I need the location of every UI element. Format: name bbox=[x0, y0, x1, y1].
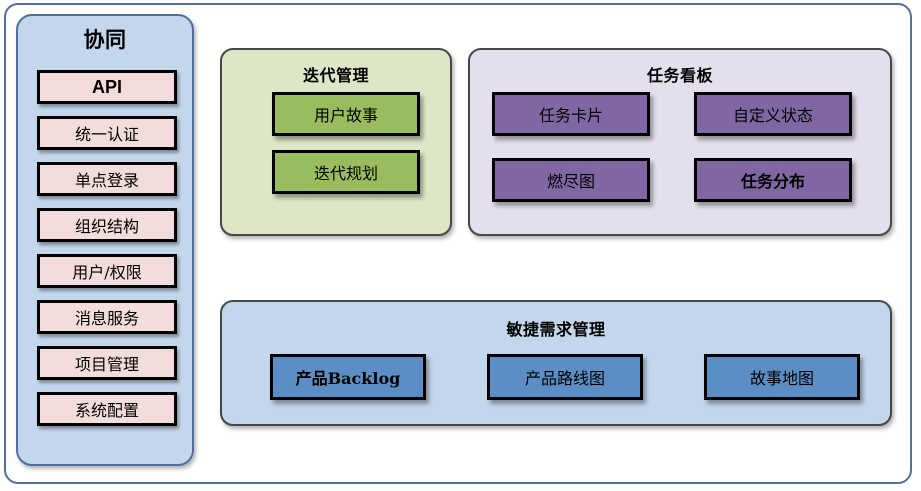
sidebar-item-label: 系统配置 bbox=[74, 401, 139, 420]
agile-box-row: 产品Backlog 产品路线图 故事地图 bbox=[270, 354, 860, 400]
agile-box-product-roadmap[interactable]: 产品路线图 bbox=[487, 354, 643, 400]
iteration-management-panel[interactable]: 迭代管理 用户故事 迭代规划 bbox=[220, 48, 452, 236]
iteration-box-list: 用户故事 迭代规划 bbox=[272, 92, 420, 208]
sidebar-item-label: 消息服务 bbox=[74, 309, 139, 328]
task-board-box-task-card[interactable]: 任务卡片 bbox=[492, 92, 650, 136]
sidebar-item-system-config[interactable]: 系统配置 bbox=[37, 392, 177, 426]
sidebar-item-project-management[interactable]: 项目管理 bbox=[37, 346, 177, 380]
sidebar-item-user-permissions[interactable]: 用户/权限 bbox=[37, 254, 177, 288]
sidebar-item-message-service[interactable]: 消息服务 bbox=[37, 300, 177, 334]
sidebar-item-label: 统一认证 bbox=[74, 125, 139, 144]
sidebar-item-label: 组织结构 bbox=[74, 217, 139, 236]
iteration-box-user-story[interactable]: 用户故事 bbox=[272, 92, 420, 136]
sidebar-item-label: 项目管理 bbox=[74, 355, 139, 374]
task-board-box-custom-status[interactable]: 自定义状态 bbox=[694, 92, 852, 136]
sidebar-item-org-structure[interactable]: 组织结构 bbox=[37, 208, 177, 242]
collaboration-panel-title: 协同 bbox=[83, 29, 127, 52]
agile-box-story-map[interactable]: 故事地图 bbox=[704, 354, 860, 400]
task-board-box-label: 自定义状态 bbox=[732, 106, 813, 125]
agile-box-label: 故事地图 bbox=[749, 369, 814, 388]
task-board-box-label: 燃尽图 bbox=[546, 172, 595, 191]
task-board-panel[interactable]: 任务看板 任务卡片 自定义状态 燃尽图 任务分布 bbox=[468, 48, 892, 236]
iteration-box-iteration-planning[interactable]: 迭代规划 bbox=[272, 150, 420, 194]
collaboration-panel[interactable]: 协同 API 统一认证 单点登录 组织结构 用户/权限 消息服务 项目管理 bbox=[16, 14, 194, 466]
iteration-box-label: 用户故事 bbox=[313, 106, 378, 125]
task-board-panel-title: 任务看板 bbox=[646, 68, 713, 85]
sidebar-item-label: API bbox=[91, 76, 122, 97]
task-board-box-label: 任务分布 bbox=[740, 172, 805, 191]
agile-requirements-panel-title: 敏捷需求管理 bbox=[506, 322, 606, 339]
sidebar-item-label: 单点登录 bbox=[74, 171, 139, 190]
agile-requirements-panel[interactable]: 敏捷需求管理 产品Backlog 产品路线图 故事地图 bbox=[220, 300, 892, 426]
sidebar-item-unified-auth[interactable]: 统一认证 bbox=[37, 116, 177, 150]
task-board-box-grid: 任务卡片 自定义状态 燃尽图 任务分布 bbox=[492, 92, 872, 202]
task-board-box-task-distribution[interactable]: 任务分布 bbox=[694, 158, 852, 202]
task-board-box-label: 任务卡片 bbox=[538, 106, 603, 125]
sidebar-item-api[interactable]: API bbox=[37, 70, 177, 104]
collaboration-item-list: API 统一认证 单点登录 组织结构 用户/权限 消息服务 项目管理 系统配置 bbox=[37, 70, 177, 438]
agile-box-label: 产品Backlog bbox=[295, 369, 401, 388]
iteration-management-panel-title: 迭代管理 bbox=[302, 68, 369, 85]
sidebar-item-single-sign-on[interactable]: 单点登录 bbox=[37, 162, 177, 196]
task-board-box-burndown-chart[interactable]: 燃尽图 bbox=[492, 158, 650, 202]
agile-box-label: 产品路线图 bbox=[524, 369, 605, 388]
sidebar-item-label: 用户/权限 bbox=[72, 263, 142, 282]
agile-box-product-backlog[interactable]: 产品Backlog bbox=[270, 354, 426, 400]
iteration-box-label: 迭代规划 bbox=[313, 164, 378, 183]
